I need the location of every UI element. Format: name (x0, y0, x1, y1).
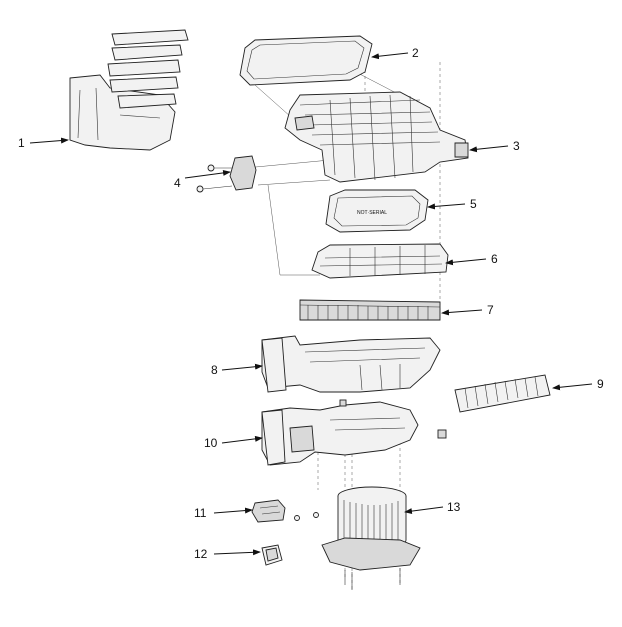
callout-label-11: 11 (194, 506, 207, 520)
callout-7: 7 (441, 303, 494, 317)
part-10-blower-case (261, 399, 447, 466)
callout-12: 12 (194, 547, 261, 561)
callout-13: 13 (404, 500, 461, 515)
part-1-side-panel (69, 29, 189, 151)
callout-1: 1 (18, 136, 69, 150)
callout-2: 2 (371, 46, 419, 60)
part-13-blower-motor (321, 486, 421, 590)
callout-9: 9 (552, 377, 604, 391)
callout-8: 8 (211, 363, 263, 377)
part-4-actuator (196, 155, 257, 193)
part-6-filter-case (311, 243, 449, 279)
part-8-intake-duct (261, 335, 441, 393)
part-11-resistor (251, 499, 319, 523)
callout-label-6: 6 (491, 252, 498, 266)
callout-10: 10 (204, 435, 263, 450)
part-3-upper-case (284, 91, 469, 183)
part-9-grille (454, 374, 551, 413)
callout-label-3: 3 (513, 139, 520, 153)
callout-3: 3 (469, 139, 520, 153)
filter-marking-text: NOT·SERIAL (357, 210, 387, 216)
callout-label-13: 13 (447, 500, 461, 514)
callout-5: 5 (427, 197, 477, 211)
callout-label-5: 5 (470, 197, 477, 211)
part-12-connector (261, 544, 283, 566)
callout-label-9: 9 (597, 377, 604, 391)
callout-label-1: 1 (18, 136, 25, 150)
callout-label-12: 12 (194, 547, 208, 561)
part-5-filter-frame: NOT·SERIAL (325, 189, 429, 233)
callout-label-10: 10 (204, 436, 218, 450)
callout-label-7: 7 (487, 303, 494, 317)
callout-11: 11 (194, 506, 253, 520)
callout-label-2: 2 (412, 46, 419, 60)
part-2-cover-seal (239, 35, 373, 86)
callout-label-8: 8 (211, 363, 218, 377)
callout-label-4: 4 (174, 176, 181, 190)
callout-4: 4 (174, 169, 231, 190)
callout-6: 6 (445, 252, 498, 266)
part-7-air-filter (299, 299, 441, 321)
